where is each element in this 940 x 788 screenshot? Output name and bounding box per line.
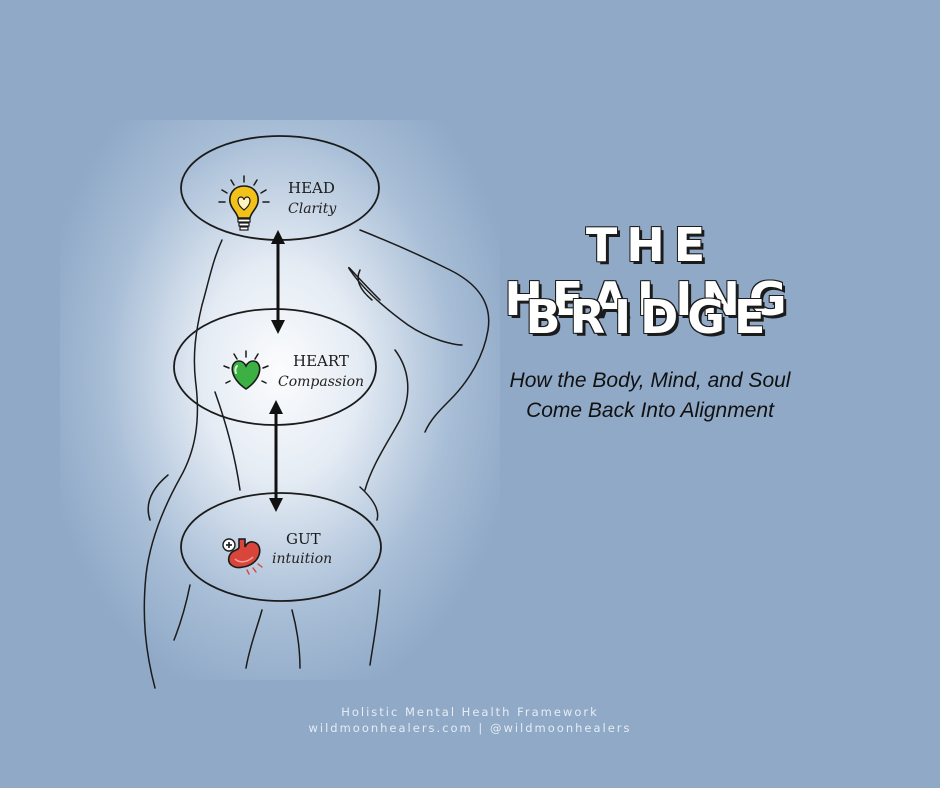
- gut-label: GUT: [286, 530, 321, 548]
- gut-sublabel: intuition: [272, 551, 333, 567]
- head-sublabel: Clarity: [288, 201, 337, 217]
- footer-website-handle: wildmoonhealers.com | @wildmoonhealers: [308, 721, 632, 735]
- green-heart-icon: [223, 350, 269, 390]
- background-glow: [60, 120, 500, 680]
- head-label: HEAD: [288, 179, 335, 197]
- main-title-line-2: BRIDGE: [525, 290, 775, 344]
- gut-ellipse: [180, 492, 382, 602]
- stomach-icon: [222, 538, 263, 575]
- heart-sublabel: Compassion: [278, 374, 365, 390]
- footer-framework-label: Holistic Mental Health Framework: [341, 705, 599, 719]
- subtitle-line-1: How the Body, Mind, and Soul: [509, 369, 791, 392]
- main-title-line-1: THE HEALING: [504, 218, 796, 326]
- lightbulb-heart-icon: [218, 175, 270, 231]
- head-ellipse: [180, 135, 380, 241]
- subtitle-line-2: Come Back Into Alignment: [526, 399, 774, 422]
- heart-label: HEART: [293, 352, 349, 370]
